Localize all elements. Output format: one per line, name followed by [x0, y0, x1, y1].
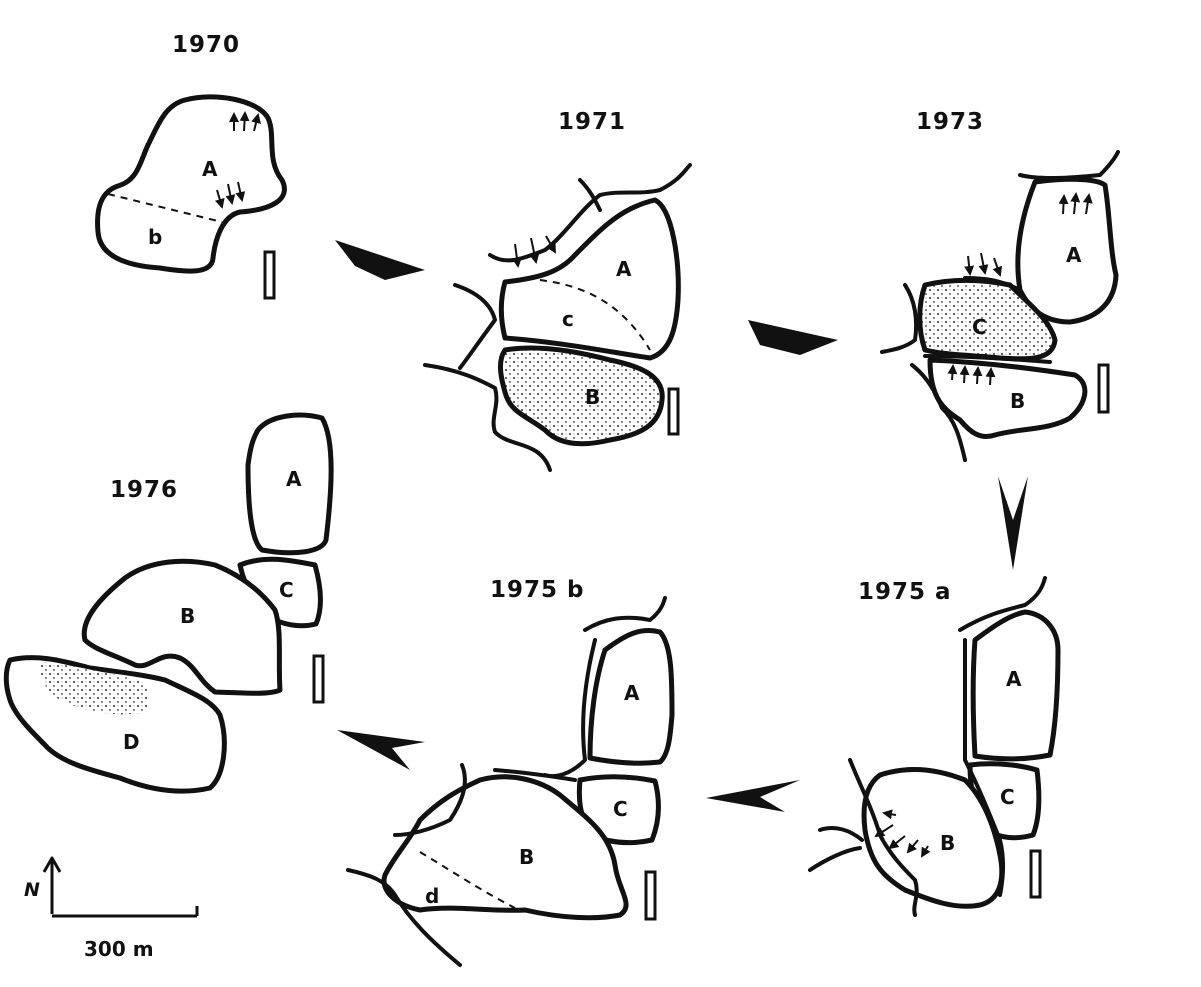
year-label-1973: 1973 — [916, 109, 984, 135]
transition-arrow-4 — [706, 780, 800, 812]
territory-label: C — [613, 797, 628, 821]
territory-label: B — [180, 604, 195, 628]
transition-arrow-5 — [337, 730, 425, 770]
territory-label: A — [624, 681, 640, 705]
road — [910, 363, 967, 462]
scale-bar-1975b — [644, 870, 657, 921]
territory-label: b — [148, 225, 162, 249]
year-label-1971: 1971 — [558, 109, 626, 135]
road — [423, 363, 552, 472]
road — [958, 576, 1047, 632]
territory-A-1970 — [95, 94, 287, 274]
territory-label: B — [1010, 389, 1025, 413]
panel-1976: 1976 A C B D — [3, 412, 334, 794]
scale-bar-1976 — [312, 654, 325, 704]
road — [453, 283, 497, 370]
territory-label: C — [279, 578, 294, 602]
territory-B-1971 — [498, 345, 665, 447]
territory-label: D — [123, 730, 140, 754]
road — [963, 276, 1022, 292]
road — [880, 283, 919, 354]
road — [583, 596, 667, 632]
territory-label: A — [616, 257, 632, 281]
north-label: N — [24, 879, 40, 901]
scale-bar-1973 — [1097, 363, 1110, 414]
road — [543, 638, 597, 779]
road — [493, 768, 577, 782]
year-label-1970: 1970 — [172, 32, 240, 58]
territory-A-1971 — [498, 197, 681, 361]
territory-label: A — [1006, 667, 1022, 691]
territory-B-1975a — [861, 767, 1005, 909]
year-label-1976: 1976 — [110, 477, 178, 503]
road — [962, 638, 1005, 897]
road — [1018, 150, 1120, 181]
panel-1975a: 1975 a A C B — [808, 576, 1061, 917]
arrows-1975a — [874, 809, 931, 858]
territory-label: A — [202, 157, 218, 181]
arrows-1973 — [947, 192, 1093, 386]
scale-bar-1975a — [1029, 849, 1042, 899]
year-label-1975b: 1975 b — [490, 577, 585, 603]
arrows-1970 — [214, 111, 261, 209]
transition-arrow-1 — [335, 240, 425, 280]
boundary-dashed-1975b — [419, 851, 516, 909]
territory-B-1973 — [927, 357, 1088, 439]
territory-A-1976 — [245, 412, 334, 556]
occupied-area-D — [39, 662, 150, 715]
road — [848, 758, 919, 917]
territory-label: B — [585, 385, 600, 409]
territory-B-1976 — [81, 558, 283, 696]
road — [488, 163, 692, 263]
panel-1970: 1970 A b — [95, 32, 287, 300]
scale-label: 300 m — [84, 937, 154, 961]
territory-A-1973 — [1015, 176, 1119, 325]
territory-label: c — [562, 307, 574, 331]
year-label-1975a: 1975 a — [858, 579, 952, 605]
arrows-1971 — [511, 235, 556, 268]
territory-label: A — [286, 467, 302, 491]
panel-1971: 1971 A c B — [423, 109, 692, 472]
road — [393, 763, 467, 837]
scale-bar: 300 m — [52, 906, 199, 961]
territory-A-1975a — [970, 609, 1061, 762]
scale-bar-1970 — [263, 250, 276, 300]
north-arrow: N — [24, 856, 62, 914]
road — [818, 826, 864, 842]
panel-1975b: 1975 b A C B d — [346, 577, 675, 967]
territory-label: d — [425, 884, 439, 908]
panel-1973: 1973 A C B — [880, 109, 1120, 462]
road — [808, 846, 862, 872]
territory-label: B — [519, 845, 534, 869]
territory-label: C — [1000, 785, 1015, 809]
boundary-dashed-1970 — [107, 193, 223, 223]
boundary-dashed-1971 — [539, 279, 651, 351]
territory-label: A — [1066, 243, 1082, 267]
territory-B-1975b — [381, 774, 629, 921]
territory-label: C — [972, 315, 987, 339]
road — [346, 868, 462, 967]
transition-arrow-3 — [998, 476, 1028, 570]
road — [923, 354, 1052, 364]
road — [578, 178, 602, 212]
territory-label: B — [940, 831, 955, 855]
transition-arrow-2 — [748, 320, 838, 355]
territory-A-1975b — [587, 628, 675, 766]
scale-bar-1971 — [667, 387, 680, 436]
